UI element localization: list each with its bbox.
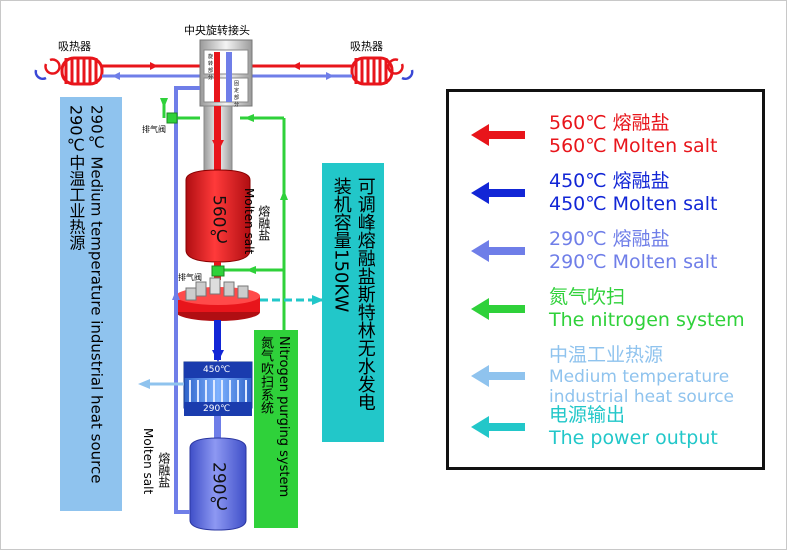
central-rotary-joint — [199, 39, 253, 107]
exhaust-valve-top-label: 排气阀 — [142, 125, 166, 134]
sky-blue-arrow-icon — [471, 364, 525, 387]
exhaust-valve-mid-label: 排气阀 — [178, 273, 202, 282]
heat-source-bar: 290℃中温工业热源 290℃ Medium temperature indus… — [60, 97, 122, 511]
light-blue-arrow-icon — [471, 240, 525, 262]
hx-bottom-temp: 290℃ — [203, 404, 231, 414]
stirling-engine — [176, 277, 260, 321]
legend-line1: 氮气吹扫 — [549, 286, 626, 308]
hot-tank-label-en: Molten salt — [241, 188, 256, 255]
legend-line1: 560℃ 熔融盐 — [549, 112, 670, 134]
nitrogen-bar: 氮气吹扫系统 Nitrogen purging system — [254, 330, 298, 528]
rotate-left-icon — [34, 58, 61, 81]
generator-bar: 装机容量150KW 可调峰熔融盐斯特林无水发电 — [322, 163, 384, 442]
generator-line2: 可调峰熔融盐斯特林无水发电 — [354, 177, 376, 411]
hot-tank-temp: 560℃ — [208, 195, 229, 248]
red-arrow-icon — [471, 124, 525, 146]
central-joint-label: 中央旋转接头 — [184, 24, 250, 37]
legend-line2: 450℃ Molten salt — [549, 193, 718, 215]
cold-tank-temp: 290℃ — [208, 462, 229, 515]
hot-tank-label-cn: 熔融盐 — [256, 205, 271, 241]
hot-tank — [185, 169, 251, 263]
generator-line1: 装机容量150KW — [330, 177, 352, 313]
rotate-right-icon — [387, 58, 414, 81]
exhaust-valve-top-icon — [166, 112, 178, 124]
absorber-left-label: 吸热器 — [58, 40, 91, 53]
legend-line2: The power output — [549, 427, 718, 449]
joint-part-upper-label: 旋转部分 — [208, 54, 214, 81]
cyan-arrow-icon — [471, 416, 525, 438]
legend-line2: Medium temperature industrial heat sourc… — [549, 367, 735, 407]
hx-top-temp: 450℃ — [203, 365, 231, 375]
legend-line2: 290℃ Molten salt — [549, 251, 718, 273]
legend-line1: 450℃ 熔融盐 — [549, 170, 670, 192]
exhaust-valve-mid-icon — [211, 265, 225, 277]
green-arrow-icon — [471, 298, 525, 320]
legend-line2: 560℃ Molten salt — [549, 135, 718, 157]
heat-source-line2: 290℃ Medium temperature industrial heat … — [87, 105, 106, 484]
cold-tank-label-cn: 熔融盐 — [156, 452, 171, 488]
cold-tank — [189, 437, 247, 531]
absorber-left-coil — [60, 56, 104, 86]
legend-line1: 电源输出 — [549, 404, 626, 426]
nitrogen-line2: Nitrogen purging system — [275, 336, 291, 498]
legend-line1: 290℃ 熔融盐 — [549, 228, 670, 250]
absorber-right-coil — [350, 56, 394, 86]
blue-arrow-icon — [471, 182, 525, 204]
joint-part-lower-label: 固定部分 — [234, 81, 240, 108]
absorber-right-label: 吸热器 — [350, 40, 383, 53]
cold-tank-label-en: Molten salt — [140, 428, 155, 495]
nitrogen-line1: 氮气吹扫系统 — [257, 336, 273, 414]
legend-line2: The nitrogen system — [549, 309, 745, 331]
legend-line1: 中温工业热源 — [549, 344, 664, 366]
heat-source-line1: 290℃中温工业热源 — [66, 105, 86, 251]
